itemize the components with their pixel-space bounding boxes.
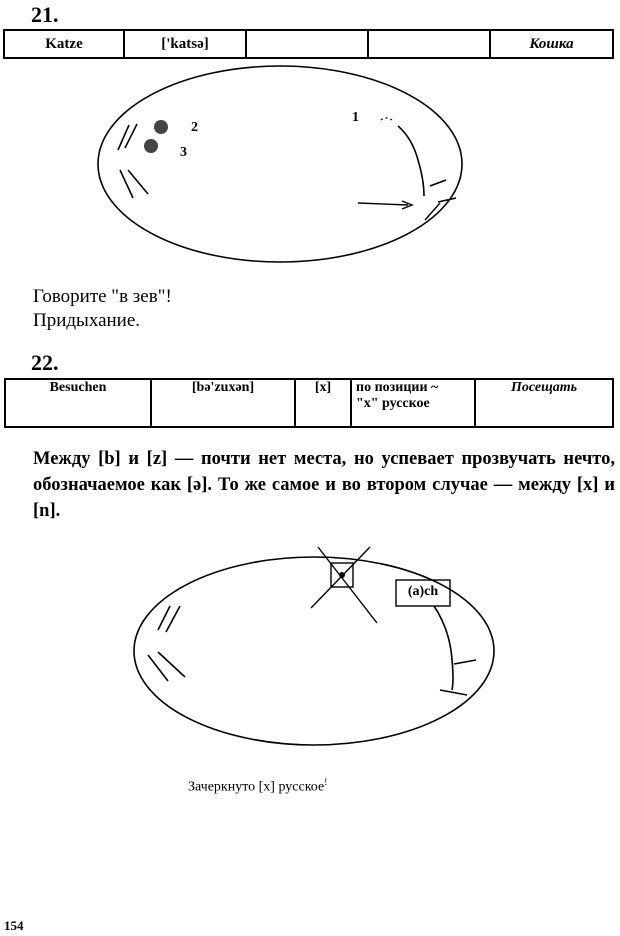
page-number: 154 <box>4 918 24 934</box>
box-label: (a)ch <box>396 584 450 600</box>
caption-mark: ! <box>324 777 327 787</box>
diagram-caption: Зачеркнуто [x] русское! <box>188 777 327 796</box>
caption-text: Зачеркнуто [x] русское <box>188 780 324 795</box>
